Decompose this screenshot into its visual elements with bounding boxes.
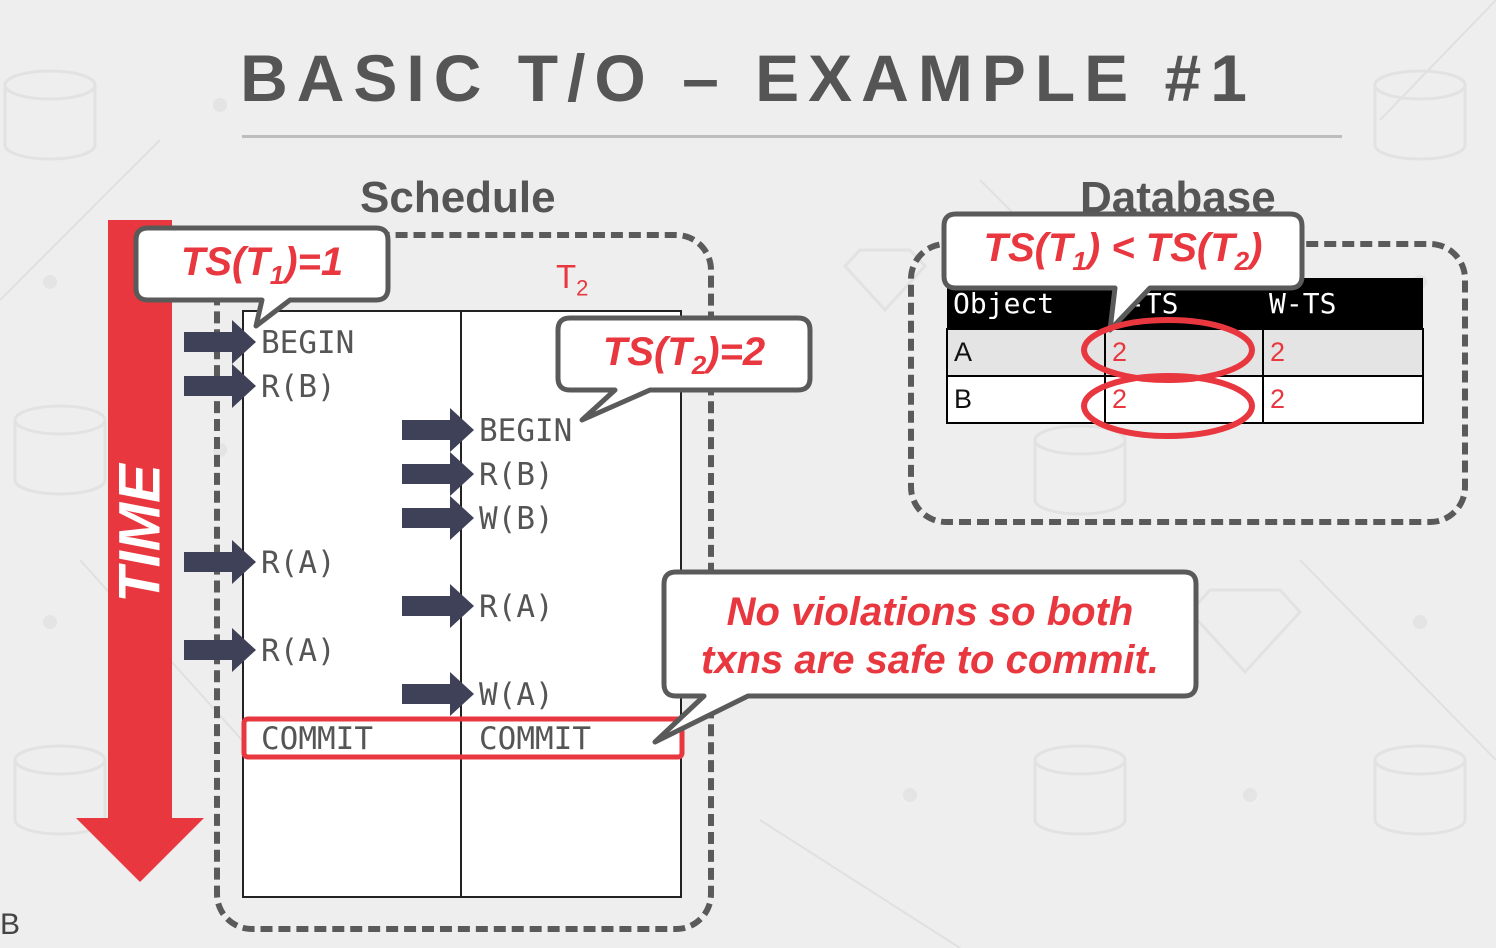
step-arrow-icon xyxy=(402,452,474,496)
step-arrow-icon xyxy=(184,364,256,408)
r-ts-highlight-b xyxy=(1081,373,1255,439)
step-arrow-icon xyxy=(184,320,256,364)
commit-highlight xyxy=(241,716,685,760)
t2-op-begin: BEGIN xyxy=(479,413,573,449)
callout-ts-t2-bubble xyxy=(555,315,813,423)
callout-ts-t1-bubble xyxy=(133,225,391,329)
t2-op-write-a: W(A) xyxy=(479,677,554,713)
callout-note-bubble xyxy=(652,569,1199,745)
step-arrow-icon xyxy=(402,584,474,628)
w-ts-cell: 2 xyxy=(1262,375,1424,424)
callout-compare-bubble xyxy=(941,211,1305,333)
step-arrow-icon xyxy=(402,496,474,540)
t2-header: T2 xyxy=(556,258,589,301)
r-ts-highlight-a xyxy=(1081,317,1255,383)
schedule-heading: Schedule xyxy=(360,173,556,222)
r-ts-cell: 2 xyxy=(1104,375,1264,424)
slide-title: BASIC T/O – EXAMPLE #1 xyxy=(240,41,1256,115)
t1-op-begin: BEGIN xyxy=(261,325,355,361)
t1-op-commit: COMMIT xyxy=(261,721,373,757)
edge-mark: B xyxy=(0,908,21,941)
callout-note-line-1: No violations so both xyxy=(726,590,1134,634)
t1-op-read-a-2: R(A) xyxy=(261,633,336,669)
callout-ts-t1-text: TS(T1)=1 xyxy=(180,240,344,290)
t2-op-read-b: R(B) xyxy=(479,457,554,493)
callout-compare-text: TS(T1) < TS(T2) xyxy=(983,226,1263,276)
t1-op-read-b: R(B) xyxy=(261,369,336,405)
t2-op-read-a: R(A) xyxy=(479,589,554,625)
callout-note-line-2: txns are safe to commit. xyxy=(701,638,1159,682)
object-cell: A xyxy=(946,328,1106,377)
t2-op-commit: COMMIT xyxy=(479,721,591,757)
step-arrow-icon xyxy=(184,628,256,672)
w-ts-cell: 2 xyxy=(1262,328,1424,377)
title-underline xyxy=(242,135,1342,138)
t2-op-write-b: W(B) xyxy=(479,501,554,537)
step-arrow-icon xyxy=(402,408,474,452)
step-arrow-icon xyxy=(184,540,256,584)
table-row: B 2 2 xyxy=(946,375,1424,424)
callout-ts-t2-text: TS(T2)=2 xyxy=(602,330,766,380)
t1-op-read-a: R(A) xyxy=(261,545,336,581)
callout-note-text: No violations so both txns are safe to c… xyxy=(664,588,1196,684)
object-cell: B xyxy=(946,375,1106,424)
step-arrow-icon xyxy=(402,672,474,716)
